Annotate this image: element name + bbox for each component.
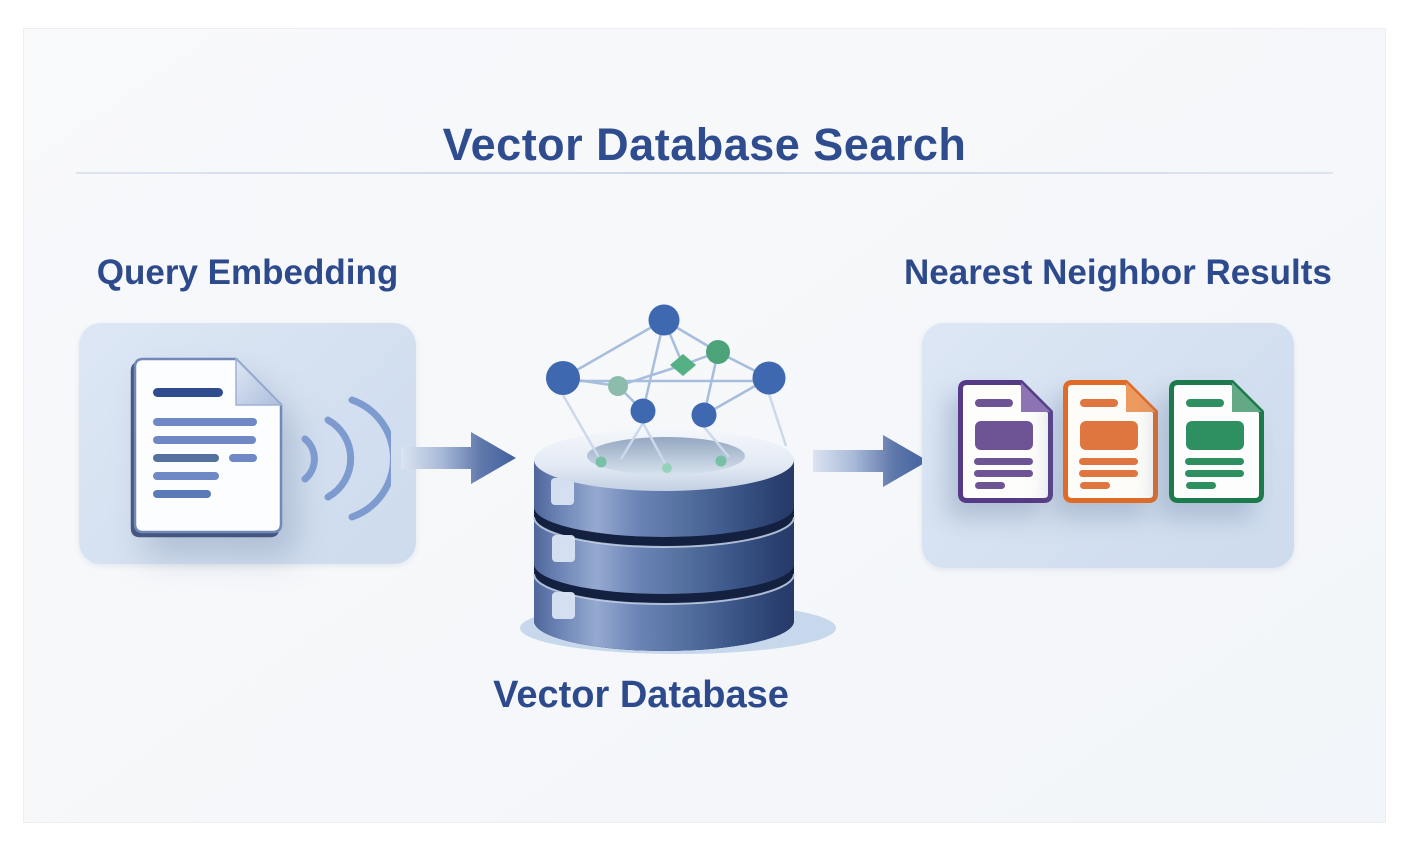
results-card: [922, 323, 1294, 568]
arrow-right-icon: [401, 432, 516, 484]
query-embedding-heading: Query Embedding: [96, 253, 399, 292]
result-document-orange-icon: [1063, 380, 1158, 503]
document-header-line: [153, 388, 223, 397]
graph-node-green: [706, 340, 730, 364]
result-document-purple-icon: [958, 380, 1053, 503]
diagram-panel: Vector Database Search Query Embedding: [23, 28, 1386, 823]
graph-node-diamond: [670, 354, 696, 376]
arrow-right-icon: [813, 435, 928, 487]
page-title: Vector Database Search: [442, 119, 967, 170]
vector-database-label: Vector Database: [493, 674, 789, 716]
query-embedding-card: [79, 323, 416, 564]
title-divider: [76, 172, 1333, 174]
result-document-green-icon: [1169, 380, 1264, 503]
graph-node-teal: [608, 376, 628, 396]
vector-database-icon: [520, 304, 836, 654]
sound-waves-icon: [301, 396, 391, 521]
query-document-icon: [133, 357, 283, 534]
graph-node-blue: [648, 304, 680, 336]
document-fold: [235, 357, 283, 406]
database-cylinder: [533, 429, 795, 651]
vector-graph-icon: [546, 304, 788, 473]
nearest-neighbor-heading: Nearest Neighbor Results: [904, 253, 1332, 292]
